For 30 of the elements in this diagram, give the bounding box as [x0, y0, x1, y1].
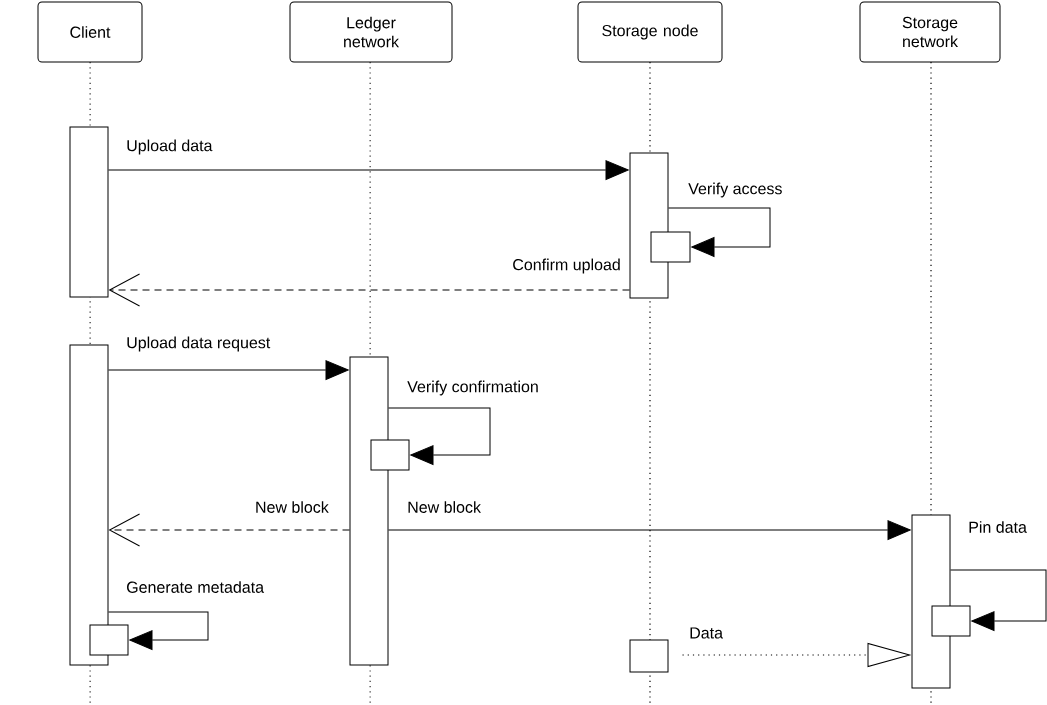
message-arrow	[388, 520, 911, 540]
edge-label: Upload data request	[127, 336, 271, 352]
lifeline-head: Client	[37, 1, 143, 63]
self-call-box	[650, 231, 691, 263]
message-arrow	[109, 513, 350, 547]
edge-label: Data	[690, 627, 723, 639]
message-arrow	[668, 207, 771, 257]
message-arrow	[109, 273, 630, 307]
edge-label: Upload data	[127, 139, 213, 155]
message-arrow	[108, 611, 209, 650]
edge-label: Confirm upload	[513, 258, 620, 274]
message-arrow	[950, 569, 1047, 631]
edge-label: Generate metadata	[127, 581, 265, 593]
self-call-box	[370, 439, 410, 471]
activation-bar	[69, 126, 109, 298]
edge-label: Verify confirmation	[407, 380, 538, 396]
self-call-box	[931, 605, 971, 637]
edge-label: New block	[408, 501, 481, 513]
lifeline-head: Ledger network	[289, 1, 453, 63]
edge-label: Verify access	[688, 182, 782, 198]
edge-label: New block	[256, 501, 329, 513]
message-arrow	[108, 160, 629, 180]
self-call-box	[629, 639, 669, 673]
lifeline-head: Storage node	[577, 1, 723, 63]
lifeline-head: Storage network	[859, 1, 1001, 63]
message-arrow	[388, 407, 491, 465]
edge-label: Pin data	[969, 521, 1027, 533]
message-arrow	[108, 360, 349, 380]
message-arrow	[682, 643, 911, 667]
self-call-box	[89, 624, 129, 656]
